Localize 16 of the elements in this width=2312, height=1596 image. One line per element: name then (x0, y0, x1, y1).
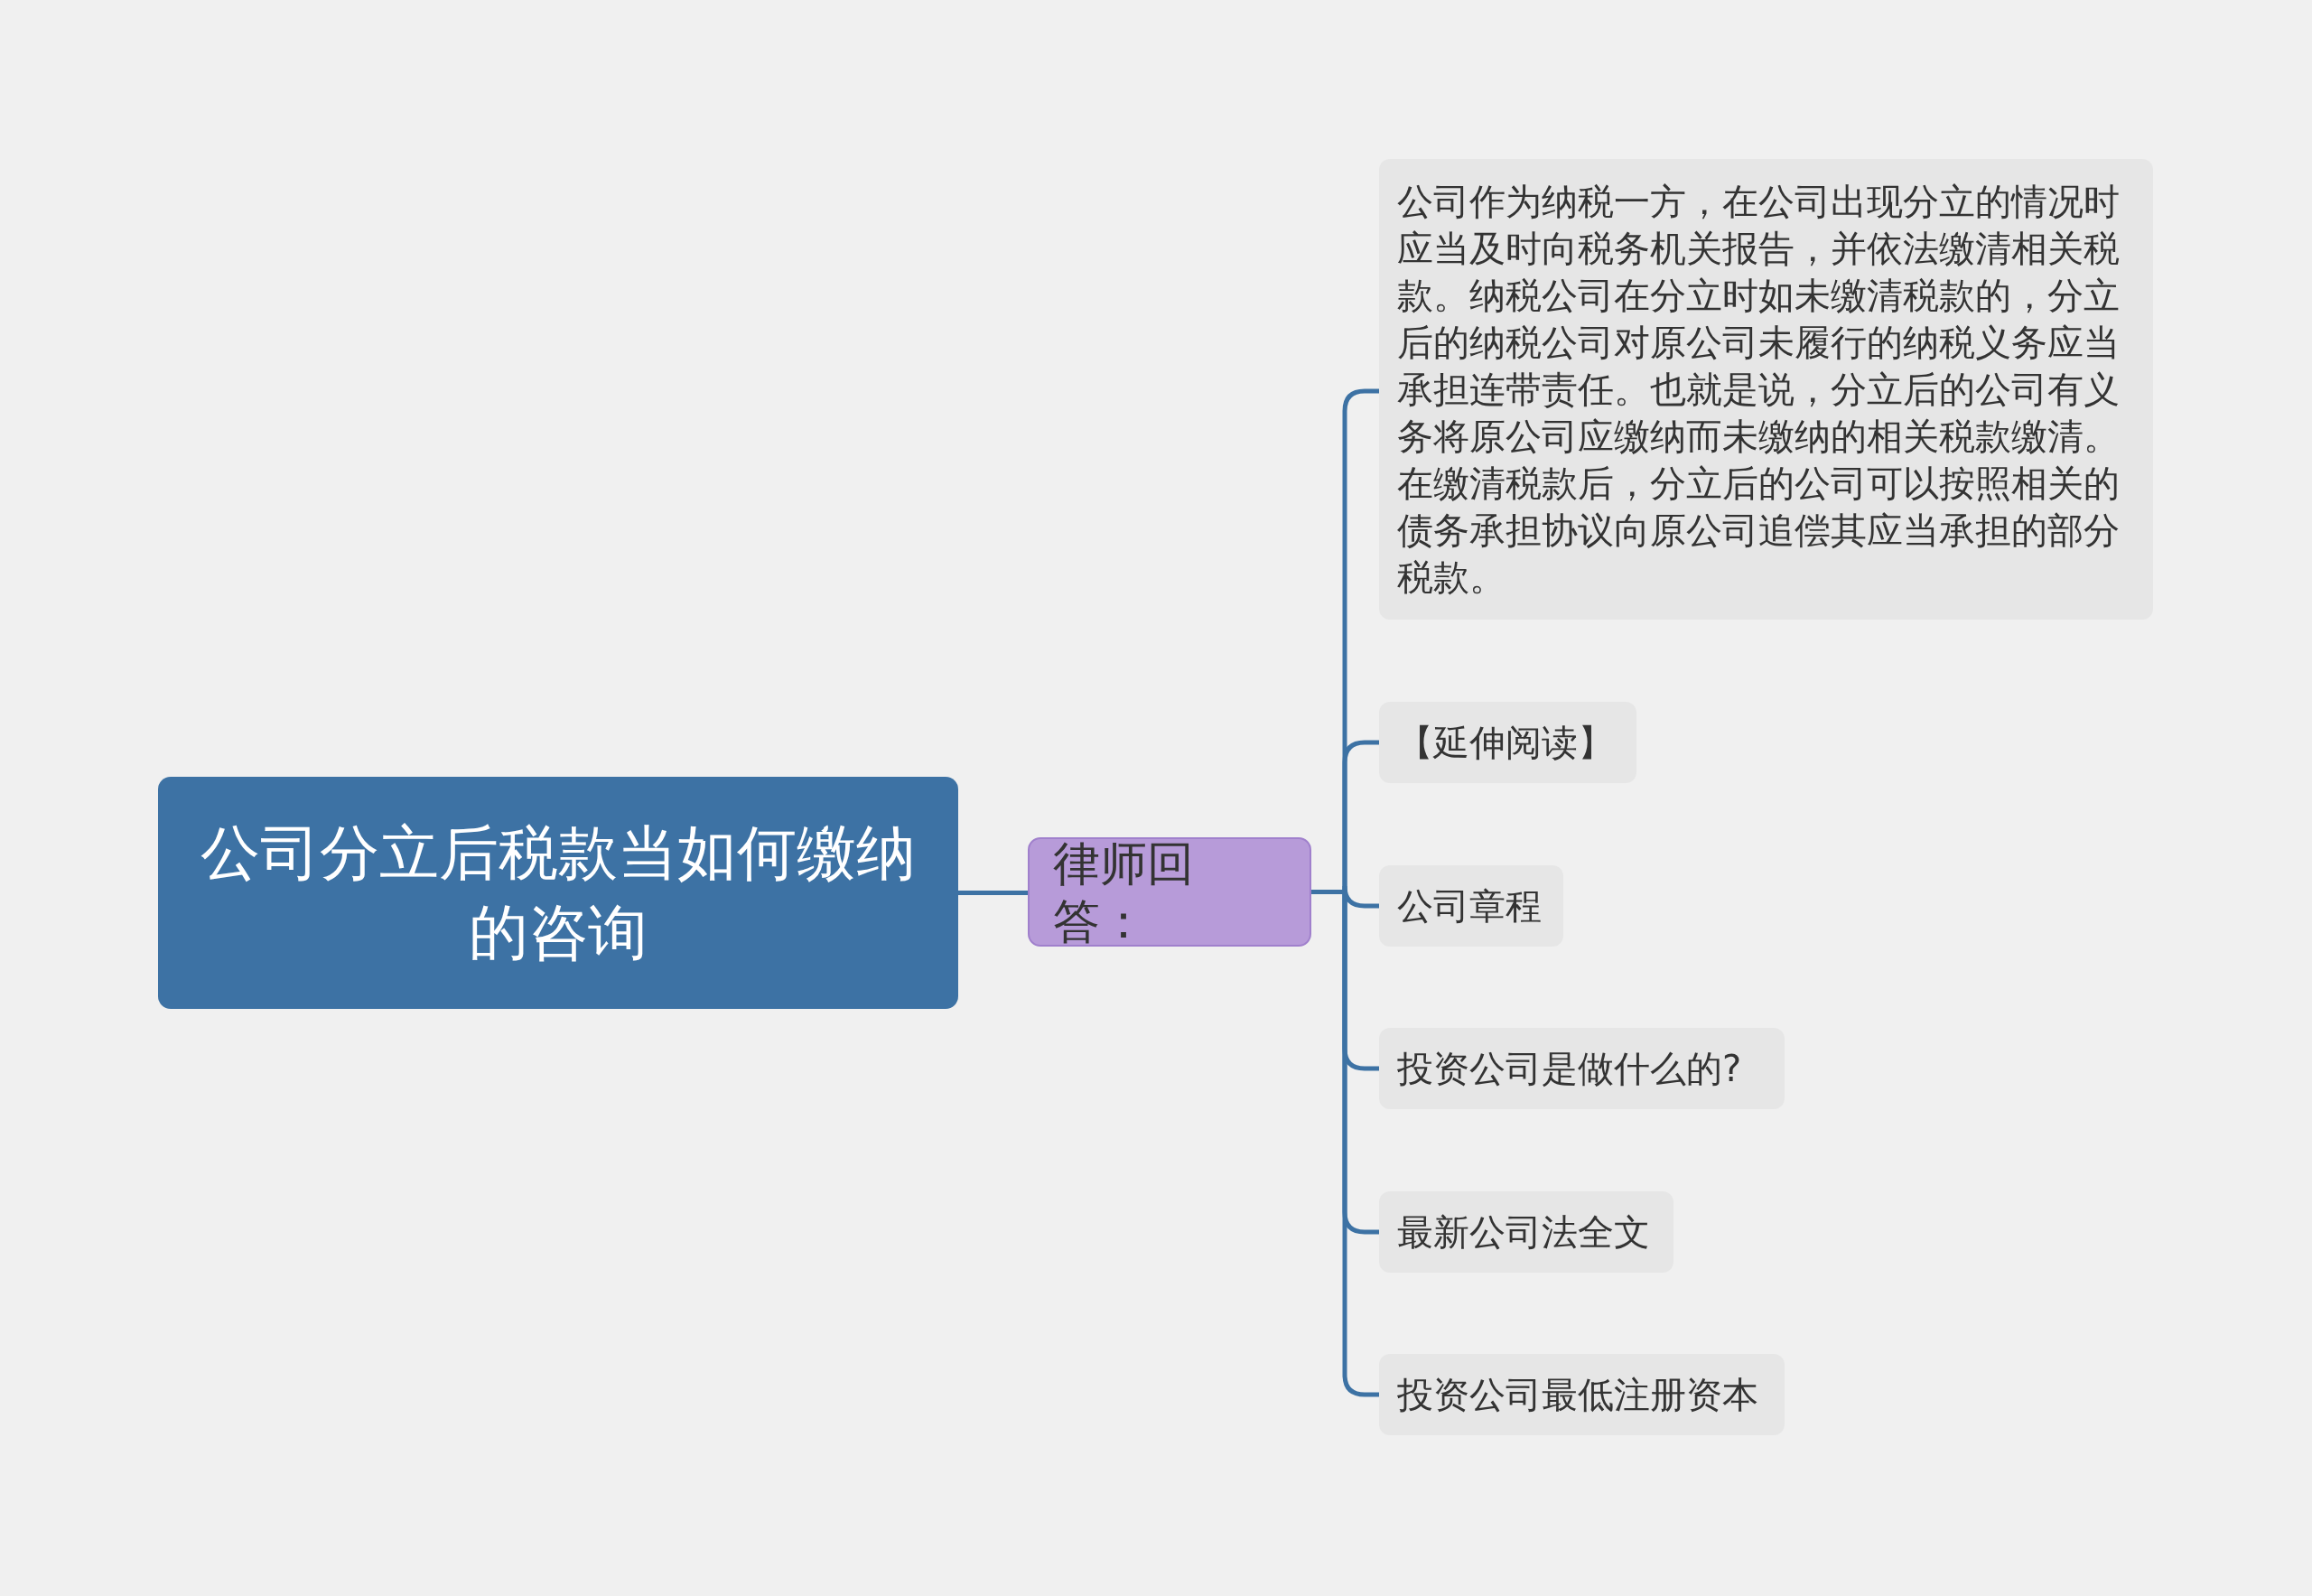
leaf-box (1379, 1191, 1673, 1273)
node-text: 公司分立后税款当如何缴纳的咨询 (200, 817, 917, 969)
subtopic-box (1028, 837, 1311, 947)
connector-line (958, 891, 1028, 895)
node-text: 投资公司是做什么的? (1397, 1047, 1742, 1091)
node-text: 公司作为纳税一方，在公司出现分立的情况时应当及时向税务机关报告，并依法缴清相关税款。纳税公司在分立时如未缴清税款的，分立后的纳税公司对原公司未履行的纳税义务应当承担连带责任。也就是说，分立后的公司有义务将原公司应缴纳而未缴纳的相关税款缴清。在缴清税款后，分立后的公司可以按照相关的债务承担协议向原公司追偿其应当承担的部分税款。 (1397, 180, 2121, 600)
topic-box (158, 777, 958, 1009)
node-text: 投资公司最低注册资本 (1397, 1373, 1758, 1417)
node-text: 【延伸阅读】 (1397, 721, 1614, 765)
leaf-box (1379, 865, 1563, 947)
leaf-box (1379, 1354, 1785, 1435)
node-text: 最新公司法全文 (1397, 1210, 1650, 1255)
node-text: 公司章程 (1397, 884, 1542, 929)
leaf-box (1379, 702, 1636, 783)
leaf-box (1379, 1028, 1785, 1109)
node-text: 律师回答： (1053, 835, 1195, 950)
